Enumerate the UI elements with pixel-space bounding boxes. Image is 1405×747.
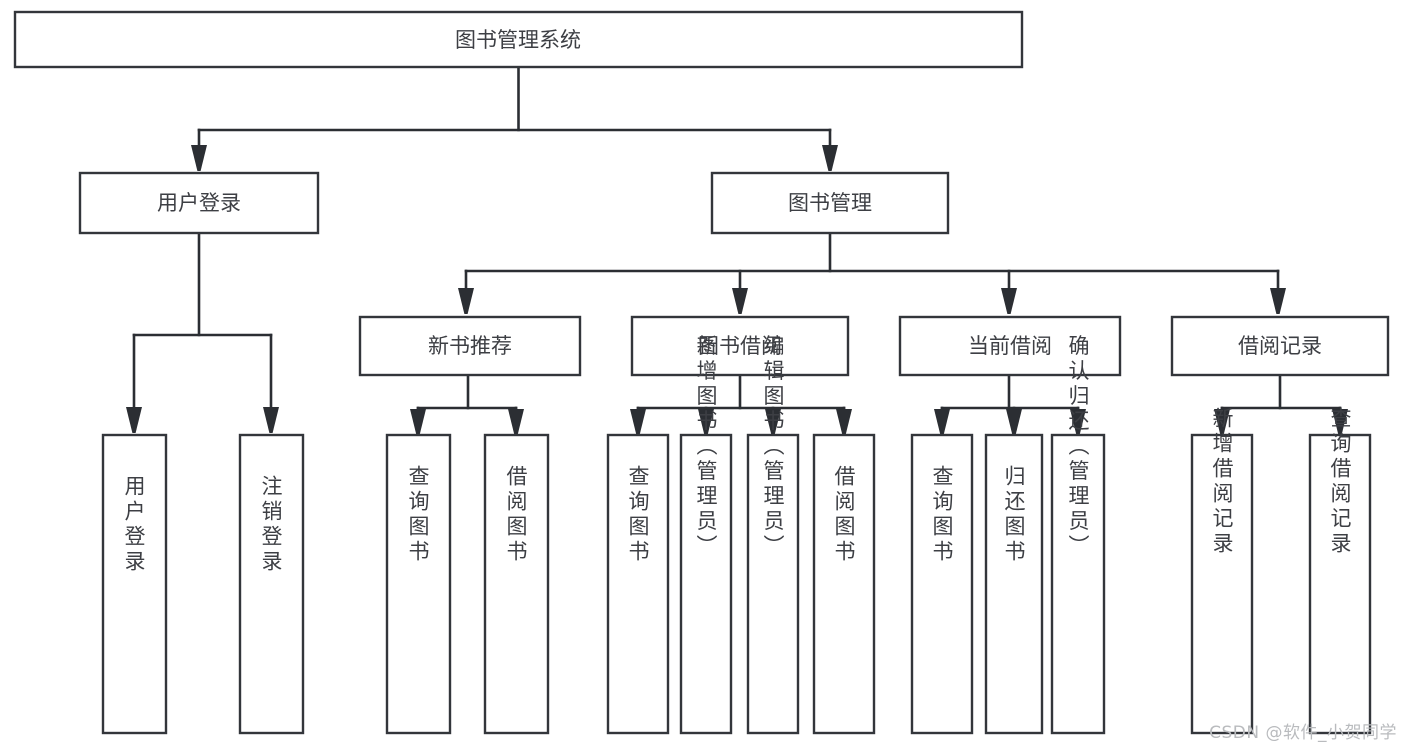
node-leaf-query-book-a[interactable]: 查询图书 (385, 433, 452, 735)
node-leaf-add-record-box[interactable] (1190, 433, 1254, 735)
connector-group-current-borrow (934, 373, 1086, 435)
node-leaf-query-record-label: 查询借阅记录 (1328, 407, 1352, 557)
connector-group-book-borrow (630, 373, 852, 435)
connector-group-new-book-recommend (410, 373, 524, 435)
arrow-to-user-login (191, 145, 207, 171)
node-root-book-management-system[interactable]: 图书管理系统 (13, 10, 1024, 69)
arrow-to-query-book-c (934, 409, 950, 435)
arrow-to-borrow-book-b (836, 409, 852, 435)
node-leaf-borrow-book-b-box[interactable] (812, 433, 876, 735)
node-book-borrow-label: 图书借阅 (698, 334, 782, 358)
node-leaf-add-record-label: 新增借阅记录 (1210, 407, 1234, 557)
arrow-to-query-book-b (630, 409, 646, 435)
node-leaf-query-book-b[interactable]: 查询图书 (606, 433, 670, 735)
node-leaf-add-book-label: 新增图书（管理员） (694, 335, 718, 560)
node-user-login-label: 用户登录 (157, 191, 241, 215)
arrow-to-book-borrow (732, 288, 748, 314)
node-leaf-edit-book[interactable]: 编辑图书（管理员） (746, 335, 800, 735)
node-new-book-recommend-box[interactable] (358, 315, 582, 377)
node-leaf-query-record-box[interactable] (1308, 433, 1372, 735)
node-root-label: 图书管理系统 (455, 28, 581, 52)
node-leaf-query-book-a-box[interactable] (385, 433, 452, 735)
node-leaf-return-book[interactable]: 归还图书 (984, 433, 1044, 735)
arrow-to-book-management (822, 145, 838, 171)
node-leaf-return-book-label: 归还图书 (1002, 465, 1026, 565)
node-leaf-query-book-c-box[interactable] (910, 433, 974, 735)
arrow-to-new-book-recommend (458, 288, 474, 314)
node-leaf-borrow-book-b[interactable]: 借阅图书 (812, 433, 876, 735)
node-book-management-label: 图书管理 (788, 191, 872, 215)
node-leaf-add-book[interactable]: 新增图书（管理员） (679, 335, 733, 735)
node-leaf-logout-box[interactable] (238, 433, 305, 735)
node-leaf-query-book-c[interactable]: 查询图书 (910, 433, 974, 735)
node-leaf-borrow-book-a-label: 借阅图书 (504, 465, 528, 565)
node-new-book-recommend-label: 新书推荐 (428, 334, 512, 358)
arrow-to-borrow-book-a (508, 409, 524, 435)
node-current-borrow[interactable]: 当前借阅 (898, 315, 1122, 377)
node-leaf-user-login[interactable]: 用户登录 (101, 433, 168, 735)
node-leaf-return-book-box[interactable] (984, 433, 1044, 735)
node-leaf-confirm-return[interactable]: 确认归还（管理员） (1050, 335, 1106, 735)
node-leaf-query-book-c-label: 查询图书 (930, 465, 954, 565)
node-root-box[interactable] (13, 10, 1024, 69)
arrow-to-borrow-record (1270, 288, 1286, 314)
node-leaf-user-login-label: 用户登录 (122, 475, 146, 575)
node-current-borrow-label: 当前借阅 (968, 334, 1052, 358)
node-leaf-logout[interactable]: 注销登录 (238, 433, 305, 735)
node-leaf-add-record[interactable]: 新增借阅记录 (1190, 407, 1254, 735)
connector-group-borrow-record (1214, 373, 1348, 435)
node-book-borrow-box[interactable] (630, 315, 850, 377)
node-borrow-record[interactable]: 借阅记录 (1170, 315, 1390, 377)
node-book-borrow[interactable]: 图书借阅 (630, 315, 850, 377)
arrow-to-user-login-leaf (126, 407, 142, 433)
node-leaf-add-book-box[interactable] (679, 433, 733, 735)
connector-group-root (191, 65, 838, 171)
arrow-to-current-borrow (1001, 288, 1017, 314)
node-leaf-borrow-book-b-label: 借阅图书 (832, 465, 856, 565)
node-current-borrow-box[interactable] (898, 315, 1122, 377)
connector-group-book-management (458, 231, 1286, 314)
node-book-management[interactable]: 图书管理 (710, 171, 950, 235)
csdn-watermark: CSDN @软件_小贺同学 (1209, 723, 1397, 743)
node-new-book-recommend[interactable]: 新书推荐 (358, 315, 582, 377)
node-leaf-user-login-box[interactable] (101, 433, 168, 735)
arrow-to-return-book (1006, 409, 1022, 435)
node-leaf-query-record[interactable]: 查询借阅记录 (1308, 407, 1372, 735)
node-user-login-box[interactable] (78, 171, 320, 235)
node-borrow-record-box[interactable] (1170, 315, 1390, 377)
connector-group-user-login (126, 231, 279, 433)
node-leaf-query-book-b-box[interactable] (606, 433, 670, 735)
node-borrow-record-label: 借阅记录 (1238, 334, 1322, 358)
node-leaf-query-book-a-label: 查询图书 (406, 465, 430, 565)
node-book-management-box[interactable] (710, 171, 950, 235)
node-user-login[interactable]: 用户登录 (78, 171, 320, 235)
node-leaf-confirm-return-box[interactable] (1050, 433, 1106, 735)
node-leaf-logout-label: 注销登录 (259, 475, 283, 575)
node-leaf-edit-book-box[interactable] (746, 433, 800, 735)
node-leaf-borrow-book-a-box[interactable] (483, 433, 550, 735)
arrow-to-logout-leaf (263, 407, 279, 433)
node-leaf-query-book-b-label: 查询图书 (626, 465, 650, 565)
node-leaf-borrow-book-a[interactable]: 借阅图书 (483, 433, 550, 735)
node-leaf-confirm-return-label: 确认归还（管理员） (1066, 335, 1090, 560)
arrow-to-query-book-a (410, 409, 426, 435)
node-leaf-edit-book-label: 编辑图书（管理员） (761, 335, 785, 560)
